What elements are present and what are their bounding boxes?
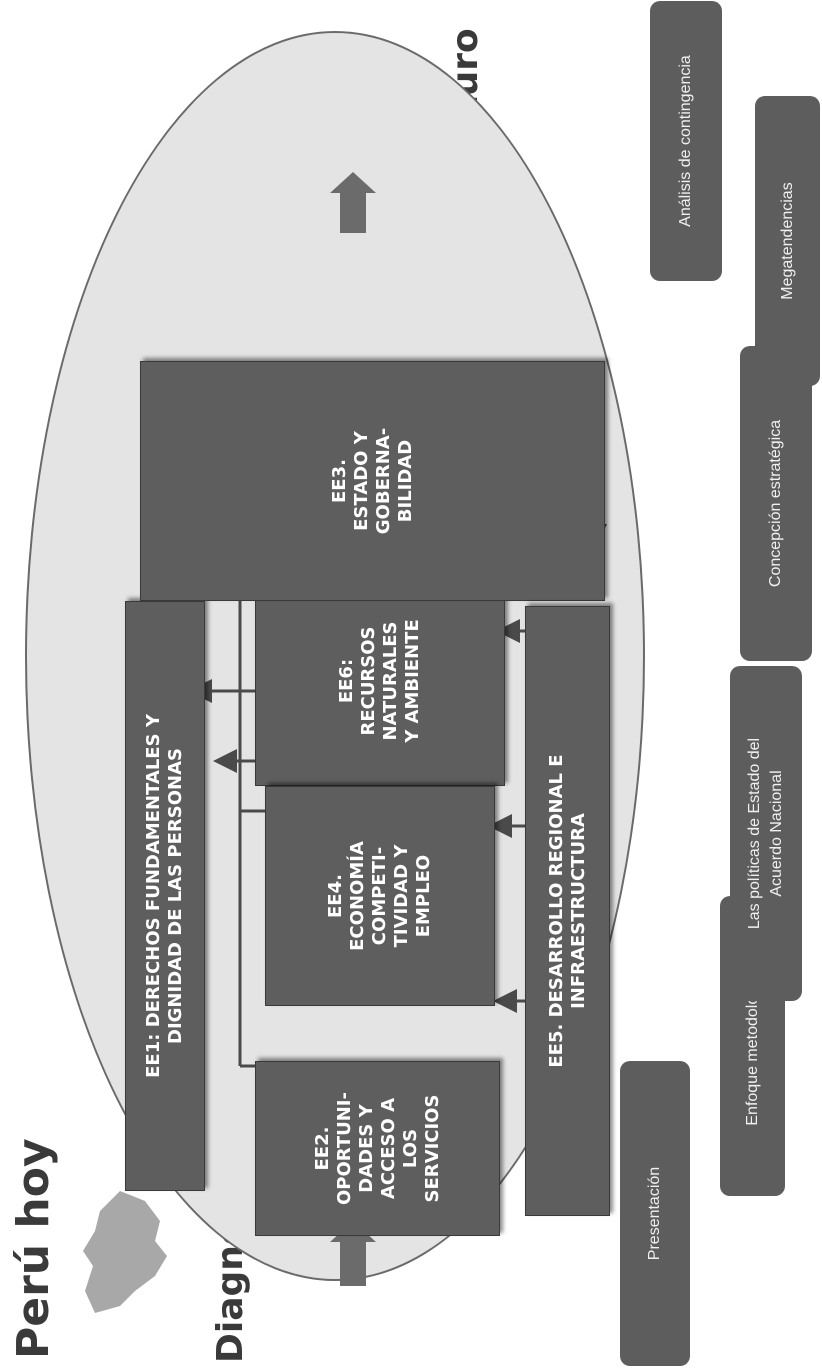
box-ee3-estado: EE3. ESTADO Y GOBERNA- BILIDAD xyxy=(140,361,605,601)
tab-presentacion[interactable]: Presentación xyxy=(620,1061,690,1366)
tab-concepcion-estrategica[interactable]: Concepción estratégica xyxy=(740,346,812,661)
tab-politicas-estado[interactable]: Las políticas de Estado del Acuerdo Naci… xyxy=(730,666,802,1001)
box-ee4-economia: EE4. ECONOMÍA COMPETI- TIVIDAD Y EMPLEO xyxy=(265,786,495,1006)
box-ee1-derechos: EE1: DERECHOS FUNDAMENTALES Y DIGNIDAD D… xyxy=(125,601,205,1191)
tab-analisis-contingencia[interactable]: Análisis de contingencia xyxy=(650,1,722,281)
tab-megatendencias[interactable]: Megatendencias xyxy=(755,96,820,386)
box-ee6-recursos: EE6: RECURSOS NATURALES Y AMBIENTE xyxy=(255,576,505,786)
peru-hoy-title: Perú hoy xyxy=(8,1138,59,1359)
box-ee2-oportunidades: EE2. OPORTUNI- DADES Y ACCESO A LOS SERV… xyxy=(255,1061,500,1236)
peru-map-today-icon xyxy=(83,1191,167,1313)
box-ee5-desarrollo: EE5. DESARROLLO REGIONAL E INFRAESTRUCTU… xyxy=(525,606,610,1216)
